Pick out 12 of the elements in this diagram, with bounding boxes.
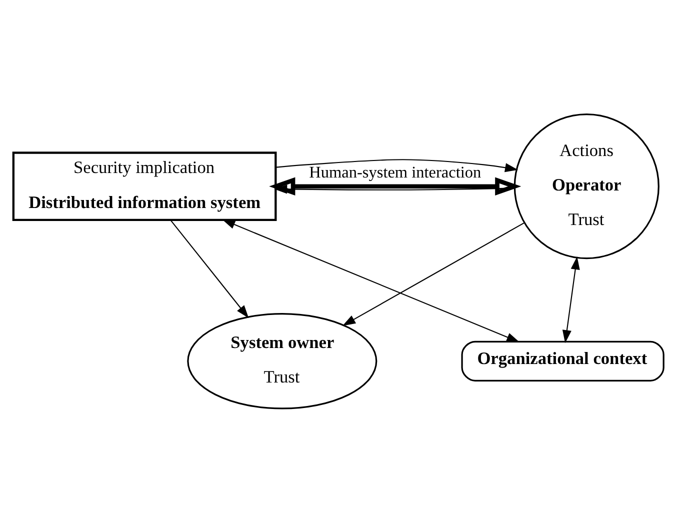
arrow xyxy=(222,218,520,342)
node-ellipse: System owner Trust xyxy=(187,312,378,409)
edge-label: Human-system interaction xyxy=(309,163,482,182)
arrow xyxy=(170,219,249,318)
node-box: Security implication Distributed information system xyxy=(12,151,277,221)
node-box: Organizational context xyxy=(461,340,664,381)
arrow xyxy=(274,184,515,194)
arrow xyxy=(276,158,518,172)
arrow xyxy=(269,176,522,195)
arrow xyxy=(562,256,580,343)
arrow xyxy=(342,222,525,326)
node-circle: Actions Operator Trust xyxy=(514,113,660,259)
